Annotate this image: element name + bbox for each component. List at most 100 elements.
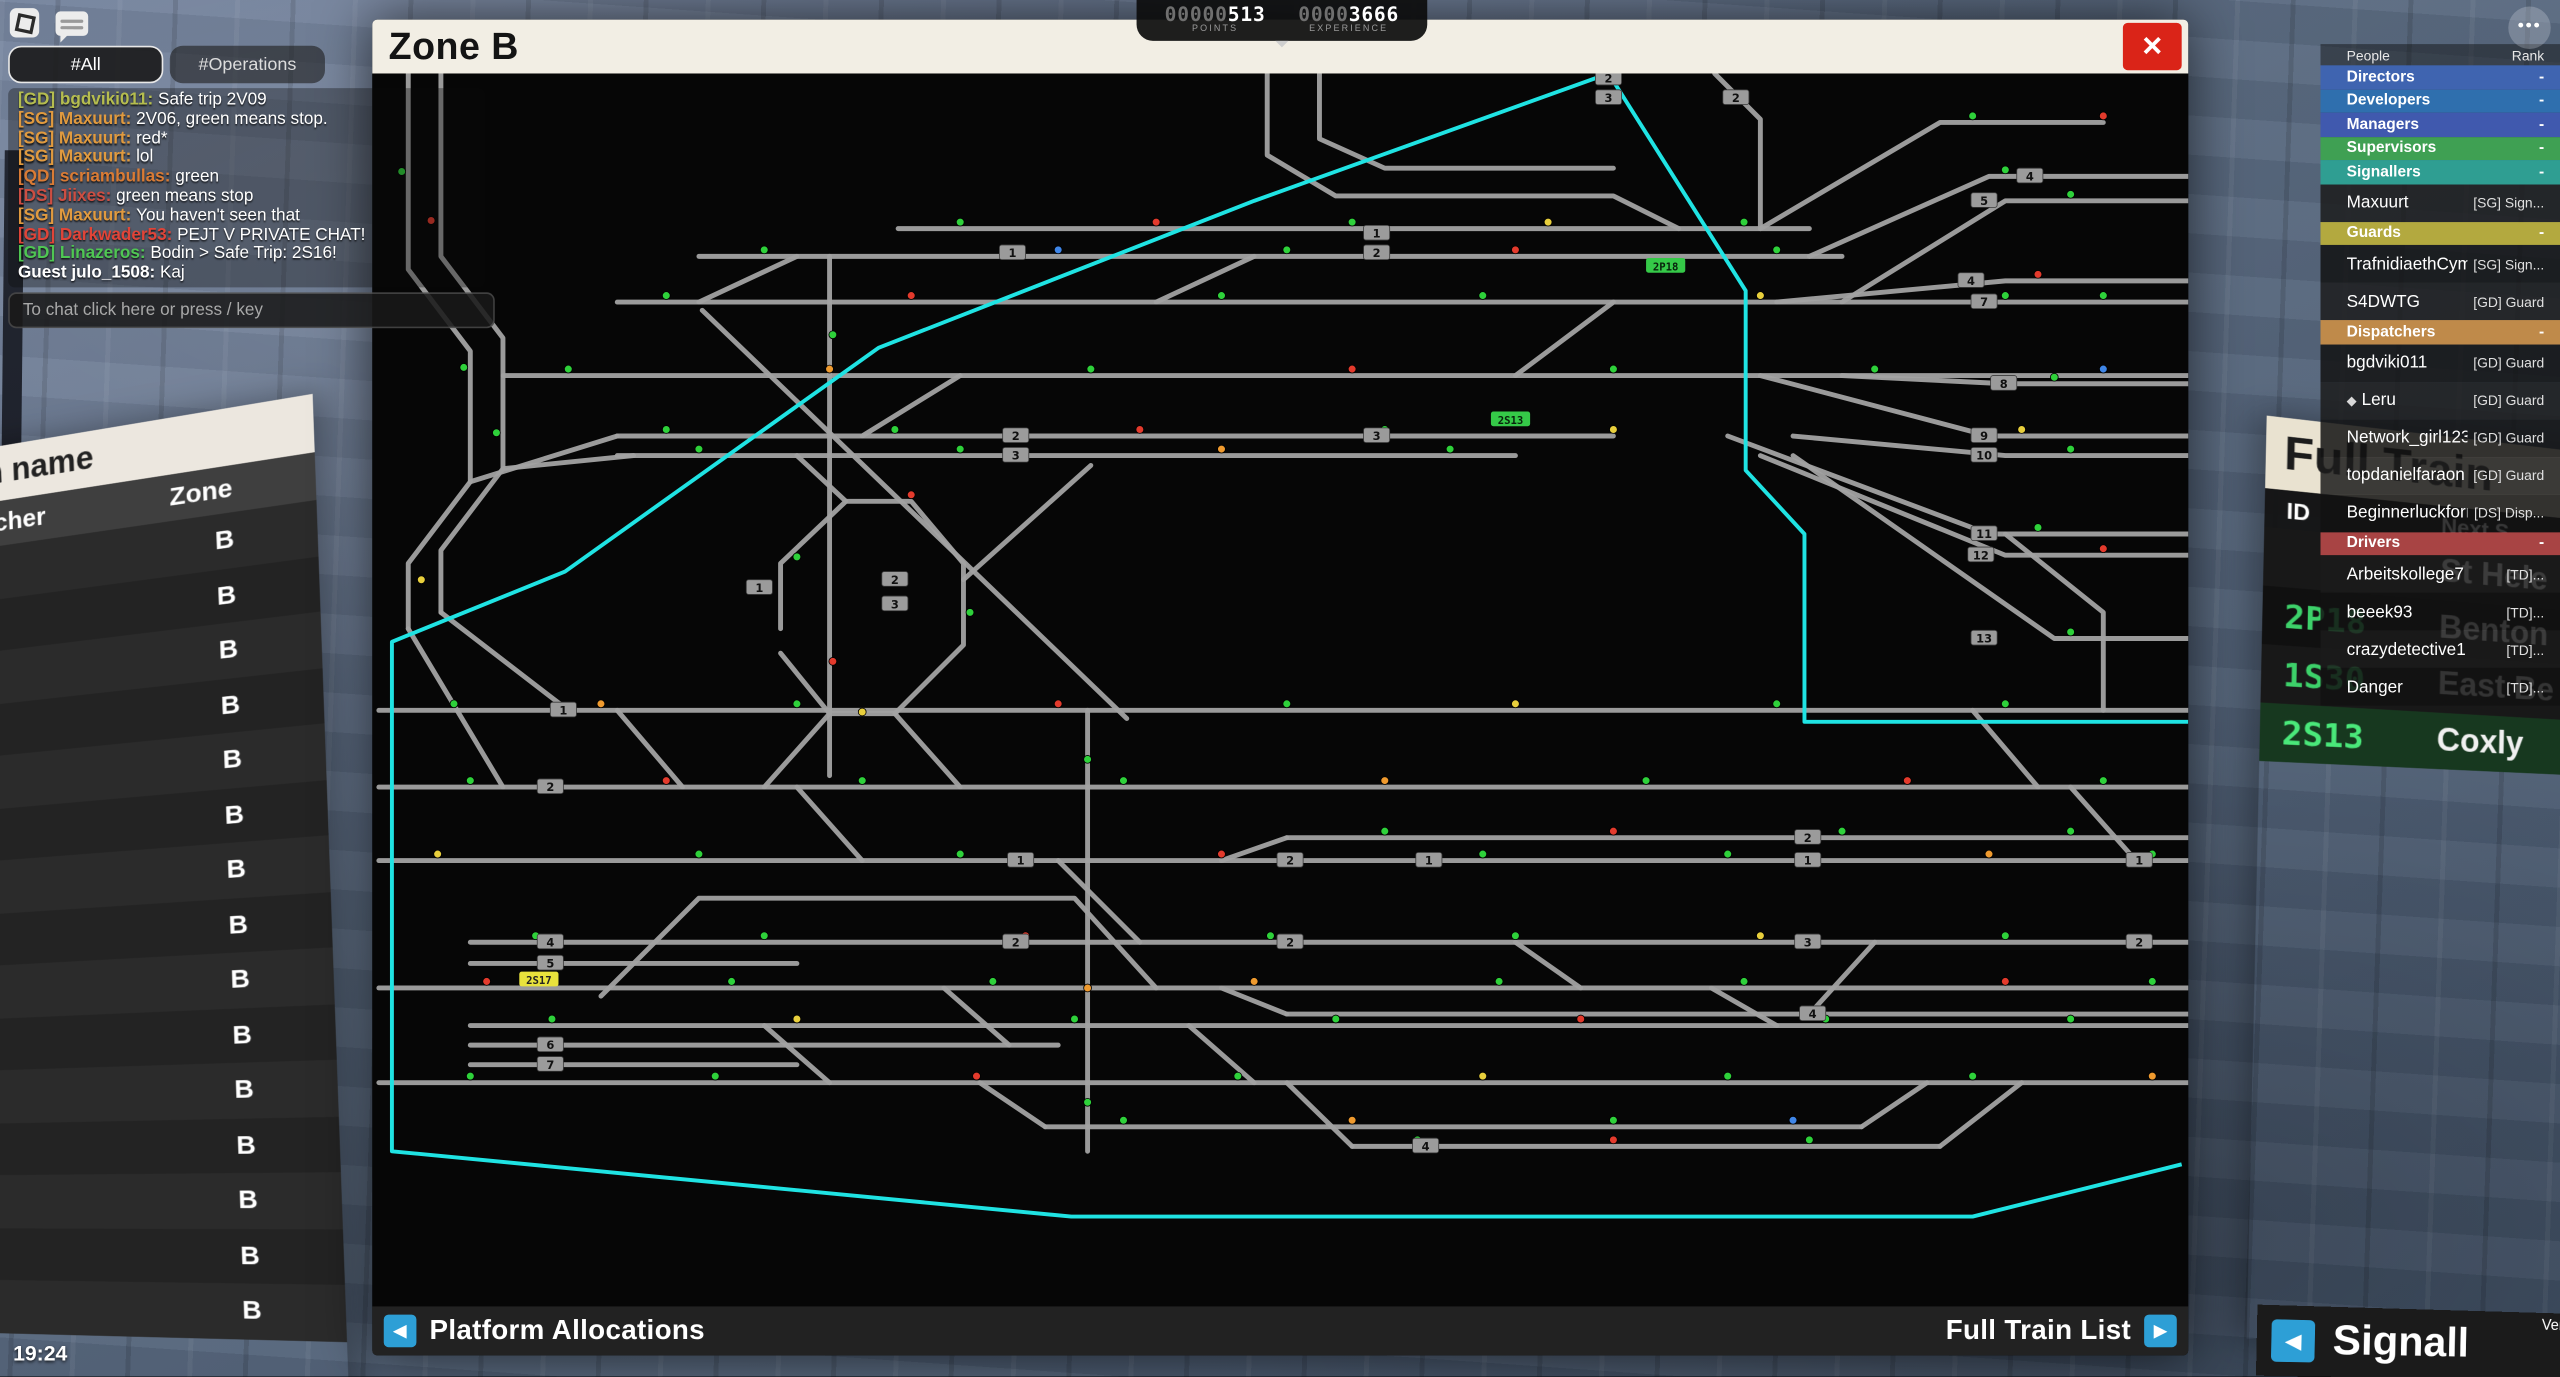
prev-arrow-icon[interactable]: ◀: [383, 1314, 417, 1348]
close-button[interactable]: ×: [2122, 22, 2182, 71]
player-row[interactable]: Arbeitskollege7[TD]...: [2320, 555, 2560, 593]
player-group-row[interactable]: Supervisors-: [2320, 136, 2560, 161]
signal-lamp[interactable]: [2066, 444, 2075, 454]
signal-lamp[interactable]: [2033, 523, 2043, 532]
signal-lamp[interactable]: [1968, 1071, 1977, 1081]
signal-lamp[interactable]: [1053, 699, 1063, 709]
signal-lamp[interactable]: [965, 608, 975, 617]
signal-lamp[interactable]: [972, 1071, 981, 1081]
signal-lamp[interactable]: [694, 849, 704, 859]
signal-lamp[interactable]: [1609, 1115, 1618, 1125]
signal-lamp[interactable]: [1739, 217, 1749, 227]
chat-input[interactable]: [8, 292, 495, 329]
player-group-row[interactable]: Managers-: [2320, 112, 2560, 137]
signal-lamp[interactable]: [759, 245, 769, 255]
signal-lamp[interactable]: [828, 657, 838, 666]
signal-lamp[interactable]: [2098, 544, 2108, 554]
signal-lamp[interactable]: [2066, 826, 2075, 836]
signal-lamp[interactable]: [433, 849, 442, 859]
signal-lamp[interactable]: [2000, 699, 2010, 709]
signal-lamp[interactable]: [1083, 1097, 1092, 1107]
signal-lamp[interactable]: [857, 776, 867, 785]
dispatcher-row[interactable]: B: [0, 1115, 341, 1176]
signal-lamp[interactable]: [857, 707, 867, 717]
signal-lamp[interactable]: [426, 216, 436, 225]
signal-lamp[interactable]: [416, 575, 426, 585]
signal-lamp[interactable]: [1478, 291, 1488, 300]
player-row[interactable]: beeek93[TD]...: [2320, 592, 2560, 631]
full-train-list-button[interactable]: Full Train List ▶: [1946, 1314, 2177, 1348]
signal-lamp[interactable]: [459, 363, 469, 372]
signal-lamp[interactable]: [2098, 111, 2108, 121]
signal-lamp[interactable]: [2066, 1014, 2075, 1024]
signal-lamp[interactable]: [1083, 983, 1092, 993]
signaller-prev-button[interactable]: ◀: [2270, 1319, 2316, 1363]
signal-lamp[interactable]: [1478, 849, 1488, 859]
player-row[interactable]: crazydetective1[TD]...: [2320, 630, 2560, 668]
signal-lamp[interactable]: [955, 444, 965, 454]
signal-lamp[interactable]: [1086, 364, 1096, 374]
signal-lamp[interactable]: [792, 1014, 802, 1024]
dispatcher-row[interactable]: B: [0, 1172, 343, 1229]
signal-lamp[interactable]: [2147, 977, 2157, 986]
signal-lamp[interactable]: [1445, 444, 1455, 454]
player-row[interactable]: Maxuurt[SG] Sign...: [2320, 183, 2560, 222]
signal-lamp[interactable]: [1249, 977, 1259, 986]
signal-lamp[interactable]: [1511, 245, 1520, 255]
signal-lamp[interactable]: [1331, 1014, 1341, 1024]
signal-lamp[interactable]: [1217, 444, 1226, 454]
signal-lamp[interactable]: [1984, 849, 1994, 859]
player-row[interactable]: Network_girl123[GD] Guard: [2320, 418, 2560, 457]
signal-lamp[interactable]: [1083, 755, 1092, 764]
signal-lamp[interactable]: [1347, 364, 1357, 374]
signal-lamp[interactable]: [988, 977, 998, 986]
signal-lamp[interactable]: [2000, 977, 2010, 986]
signal-lamp[interactable]: [955, 849, 965, 859]
signal-lamp[interactable]: [2049, 372, 2059, 382]
signal-lamp[interactable]: [661, 291, 671, 300]
player-row[interactable]: S4DWTG[GD] Guard: [2320, 282, 2560, 321]
chat-toggle-icon[interactable]: [55, 11, 89, 43]
signal-lamp[interactable]: [1723, 849, 1733, 859]
player-row[interactable]: ◆Leru[GD] Guard: [2320, 381, 2560, 419]
signal-lamp[interactable]: [825, 364, 834, 374]
headcode-label[interactable]: 2S17: [519, 971, 559, 987]
headcode-label[interactable]: 2P18: [1646, 258, 1686, 273]
signal-lamp[interactable]: [1119, 1115, 1128, 1125]
player-group-row[interactable]: Drivers-: [2320, 531, 2560, 556]
dispatcher-row[interactable]: B: [0, 1059, 339, 1125]
signal-lamp[interactable]: [890, 425, 900, 434]
signal-lamp[interactable]: [710, 1071, 720, 1081]
signal-lamp[interactable]: [1494, 977, 1504, 986]
signal-lamp[interactable]: [2017, 425, 2026, 434]
signal-lamp[interactable]: [482, 977, 491, 986]
signal-lamp[interactable]: [1511, 699, 1520, 709]
signal-lamp[interactable]: [2033, 270, 2043, 279]
signal-lamp[interactable]: [1903, 776, 1912, 785]
signal-lamp[interactable]: [694, 444, 704, 454]
dispatcher-row[interactable]: B: [0, 1227, 345, 1285]
signal-lamp[interactable]: [1217, 291, 1226, 300]
signal-lamp[interactable]: [1217, 849, 1226, 859]
signal-lamp[interactable]: [563, 364, 573, 374]
signal-lamp[interactable]: [2000, 291, 2010, 300]
signal-lamp[interactable]: [1641, 776, 1651, 785]
signal-lamp[interactable]: [2000, 931, 2010, 941]
signal-lamp[interactable]: [759, 931, 769, 941]
roblox-menu-icon[interactable]: [9, 8, 40, 38]
signal-lamp[interactable]: [1053, 245, 1063, 255]
signal-lamp[interactable]: [792, 552, 802, 562]
signal-lamp[interactable]: [1609, 425, 1618, 434]
signal-lamp[interactable]: [397, 167, 407, 176]
signal-lamp[interactable]: [547, 1014, 557, 1024]
signal-lamp[interactable]: [1723, 1071, 1733, 1081]
signal-lamp[interactable]: [1739, 977, 1749, 986]
more-options-button[interactable]: •••: [2508, 6, 2551, 49]
collapse-caret-icon[interactable]: [1275, 40, 1289, 54]
signal-lamp[interactable]: [661, 425, 671, 434]
signal-lamp[interactable]: [596, 699, 606, 709]
signal-lamp[interactable]: [1119, 776, 1128, 785]
next-arrow-icon[interactable]: ▶: [2144, 1314, 2177, 1348]
player-row[interactable]: Danger[TD]...: [2320, 667, 2560, 706]
signal-lamp[interactable]: [1511, 931, 1520, 941]
